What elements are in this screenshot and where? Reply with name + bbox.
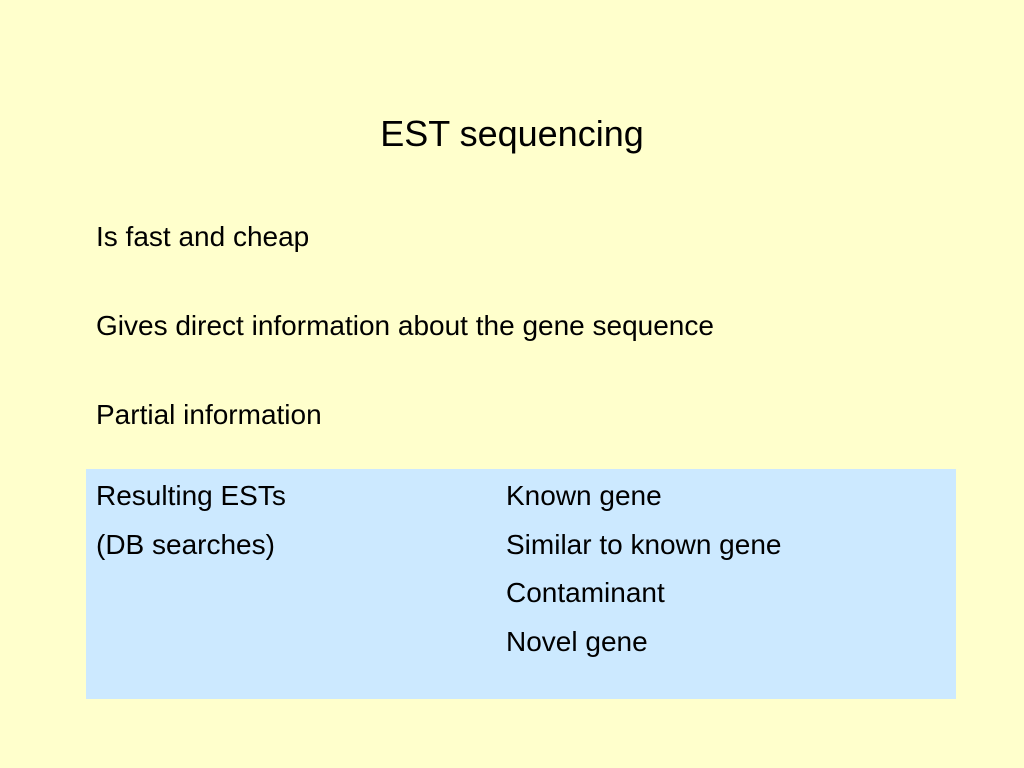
point-direct-information: Gives direct information about the gene … — [96, 310, 714, 341]
result-similar-gene: Similar to known gene — [506, 529, 782, 560]
results-label: Resulting ESTs — [96, 480, 286, 511]
result-known-gene: Known gene — [506, 480, 662, 511]
result-contaminant: Contaminant — [506, 577, 665, 608]
point-fast-cheap: Is fast and cheap — [96, 221, 310, 252]
results-box: Resulting ESTs (DB searches) Known gene … — [86, 469, 956, 699]
slide-title: EST sequencing — [380, 113, 644, 154]
point-partial-information: Partial information — [96, 399, 322, 430]
results-sublabel: (DB searches) — [96, 529, 275, 560]
result-novel-gene: Novel gene — [506, 626, 648, 657]
